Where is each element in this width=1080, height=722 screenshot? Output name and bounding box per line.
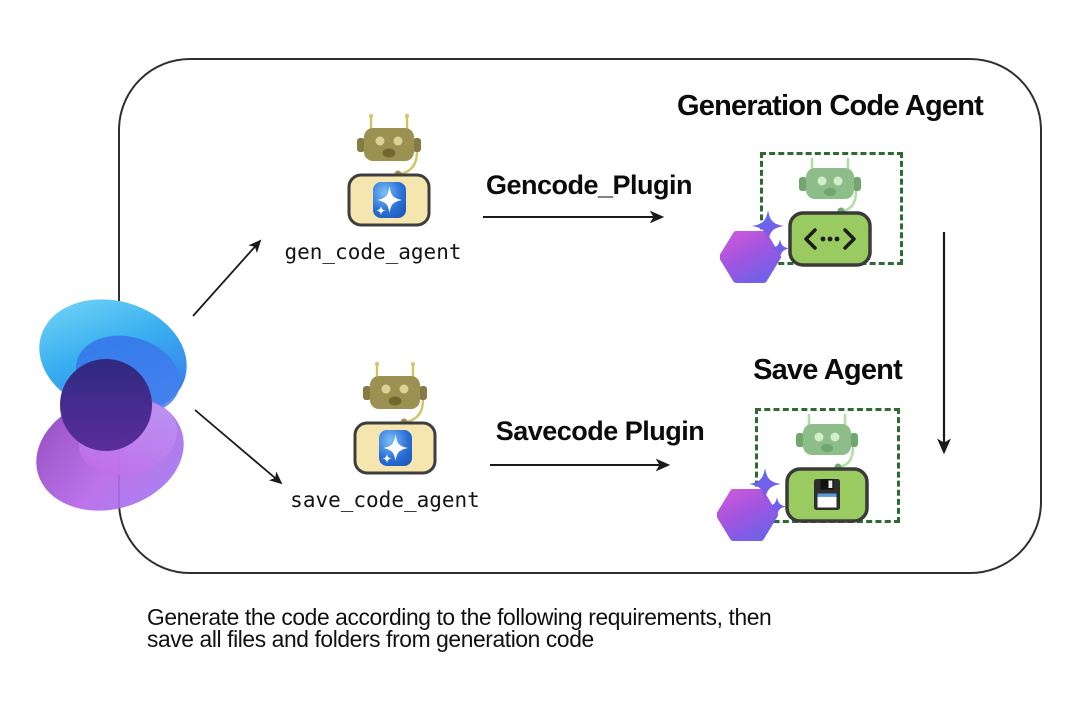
prompt-caption: Generate the code according to the follo…: [147, 604, 962, 652]
gen-code-agent-label: gen_code_agent: [284, 240, 462, 264]
save-robot-icon: [782, 412, 872, 524]
save-code-agent-robot-icon: [350, 360, 440, 475]
hexagon-sparkles-icon: [717, 468, 787, 546]
code-robot-icon: [785, 156, 875, 268]
hexagon-sparkles-icon: [720, 210, 790, 288]
save-code-agent-label: save_code_agent: [290, 488, 480, 512]
arrow-logo-to-gen-agent: [192, 239, 262, 317]
savecode-plugin-label: Savecode Plugin: [495, 416, 705, 446]
workflow-frame: [118, 58, 1042, 574]
gen-code-agent-robot-icon: [344, 112, 434, 227]
gencode-plugin-label: Gencode_Plugin: [485, 170, 693, 200]
prompt-caption-line1: Generate the code according to the follo…: [147, 604, 772, 630]
prompt-caption-line2: save all files and folders from generati…: [147, 626, 594, 652]
generation-code-agent-title: Generation Code Agent: [677, 90, 984, 122]
semantic-kernel-logo-icon: [36, 299, 187, 511]
save-agent-title: Save Agent: [753, 354, 903, 386]
arrow-logo-to-save-agent: [194, 409, 283, 485]
